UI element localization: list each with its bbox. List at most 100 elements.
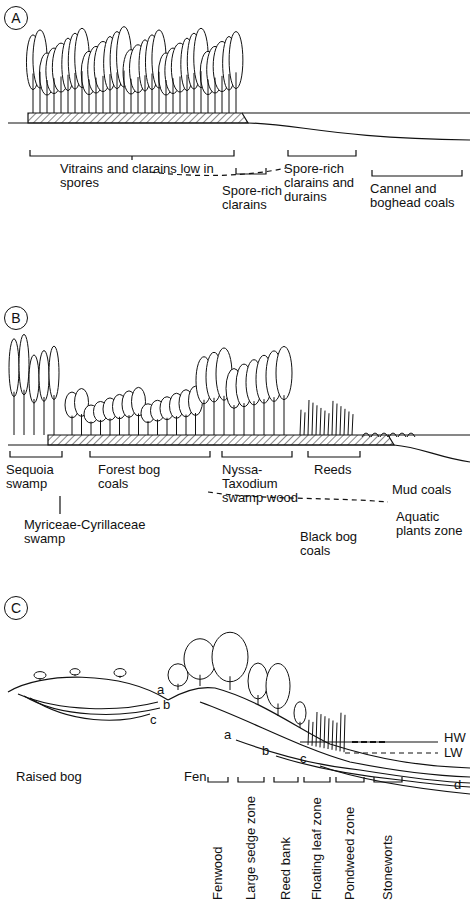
label: Fen — [184, 770, 206, 784]
label: Spore-rich clarains and durains — [284, 162, 366, 204]
tree-stroke — [229, 74, 230, 113]
label: c — [150, 713, 157, 727]
tree-stroke — [124, 71, 125, 113]
tree-stroke — [138, 414, 139, 435]
tree-stroke — [248, 663, 268, 699]
panel-letter: C — [11, 600, 21, 616]
label: Vitrains and clarains low in spores — [60, 162, 230, 190]
label: HW — [444, 731, 466, 745]
tree-stroke — [81, 414, 82, 435]
tree-stroke — [308, 720, 309, 745]
tree-stroke — [129, 415, 130, 435]
tree-stroke — [264, 399, 265, 435]
tree-stroke — [44, 397, 45, 435]
tree-stroke — [110, 418, 111, 435]
zone-label: Floating leaf zone — [310, 797, 324, 900]
tree-stroke — [54, 78, 55, 113]
tree-stroke — [340, 406, 341, 435]
tree-stroke — [159, 72, 160, 113]
tree-stroke — [266, 664, 290, 709]
tree-stroke — [131, 79, 132, 113]
tree-stroke — [40, 72, 41, 113]
tree-stroke — [184, 639, 216, 680]
panel-circle: C — [4, 596, 28, 620]
tree-stroke — [75, 73, 76, 113]
tree-stroke — [120, 676, 121, 678]
tree-stroke — [254, 401, 255, 435]
tree-stroke — [300, 410, 301, 435]
tree-stroke — [352, 414, 353, 435]
label: a — [224, 728, 231, 742]
tree-stroke — [258, 695, 259, 705]
tree-stroke — [204, 400, 205, 435]
tree-stroke — [214, 398, 215, 435]
tree-stroke — [312, 403, 313, 435]
tree-stroke — [70, 669, 80, 675]
zone-label: Large sedge zone — [244, 796, 258, 900]
tree-stroke — [176, 416, 177, 435]
label: Sequoia swamp — [6, 463, 68, 491]
tree-stroke — [47, 80, 48, 113]
label: Reeds — [314, 463, 352, 477]
tree-stroke — [117, 72, 118, 113]
tree-stroke — [173, 78, 174, 113]
tree-stroke — [244, 403, 245, 435]
tree-stroke — [186, 415, 187, 435]
label: b — [262, 744, 269, 758]
tree-stroke — [138, 77, 139, 113]
tree-stroke — [167, 418, 168, 435]
tree-stroke — [224, 396, 225, 435]
tree-stroke — [195, 413, 196, 435]
tree-stroke — [215, 78, 216, 113]
zone-label: Pondweed zone — [343, 807, 357, 900]
zone-label: Fenwood — [211, 847, 225, 900]
tree-stroke — [344, 715, 345, 752]
tree-stroke — [324, 716, 325, 748]
tree-stroke — [33, 74, 34, 113]
tree-stroke — [100, 420, 101, 435]
label: Nyssa-Taxodium swamp wood — [222, 463, 304, 505]
zone-label: Reed bank — [279, 837, 293, 900]
tree-stroke — [200, 675, 201, 686]
tree-stroke — [230, 676, 231, 690]
tree-stroke — [24, 390, 25, 435]
tree-stroke — [294, 702, 306, 725]
tree-stroke — [344, 409, 345, 435]
tree-stroke — [39, 351, 49, 402]
tree-stroke — [340, 713, 341, 752]
label: Black bog coals — [300, 530, 362, 558]
tree-stroke — [312, 722, 313, 746]
tree-stroke — [29, 355, 39, 403]
tree-stroke — [308, 400, 309, 435]
label: Aquatic plants zone — [396, 510, 470, 538]
tree-stroke — [236, 72, 237, 113]
panel-letter: A — [11, 10, 20, 26]
tree-stroke — [320, 408, 321, 435]
tree-stroke — [332, 720, 333, 749]
label: d — [454, 778, 461, 792]
tree-stroke — [328, 413, 329, 435]
tree-stroke — [54, 395, 55, 435]
tree-stroke — [148, 421, 149, 435]
tree-stroke — [278, 704, 279, 717]
tree-stroke — [103, 76, 104, 113]
tree-stroke — [324, 411, 325, 435]
tree-stroke — [234, 405, 235, 435]
tree-stroke — [201, 71, 202, 113]
tree-stroke — [336, 723, 337, 751]
label: c — [300, 752, 307, 766]
tree-stroke — [274, 397, 275, 435]
tree-stroke — [336, 404, 337, 435]
tree-stroke — [96, 78, 97, 113]
tree-stroke — [320, 714, 321, 747]
tree-stroke — [157, 419, 158, 435]
tree-stroke — [352, 741, 358, 743]
tree-stroke — [119, 417, 120, 435]
label: b — [163, 698, 170, 712]
label: a — [157, 683, 164, 697]
tree-stroke — [194, 73, 195, 113]
tree-stroke — [187, 75, 188, 113]
tree-stroke — [348, 411, 349, 435]
tree-stroke — [82, 71, 83, 113]
tree-stroke — [14, 392, 15, 435]
